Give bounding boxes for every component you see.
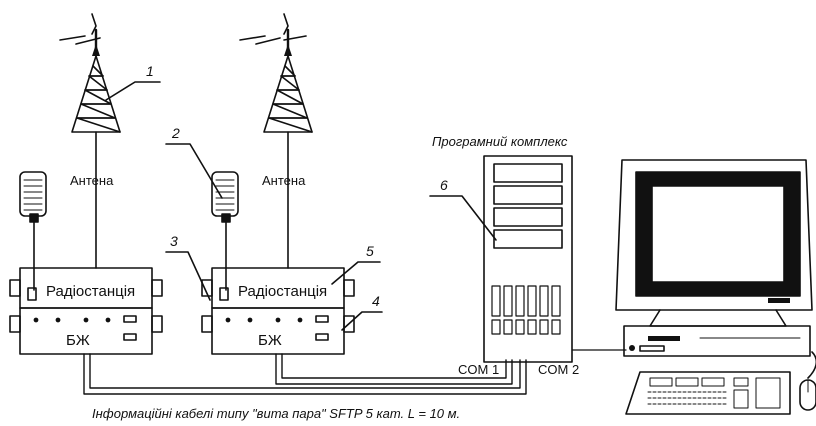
monitor (615, 159, 813, 327)
callout-2: 2 (171, 125, 180, 141)
com1-label: COM 1 (458, 362, 499, 377)
mouse (799, 351, 816, 411)
server-tower (483, 155, 573, 363)
microphone-left (19, 171, 47, 291)
power-supply-left (9, 307, 163, 355)
psu-label-right: БЖ (258, 332, 282, 349)
callout-4: 4 (372, 293, 380, 309)
callout-line-1 (105, 81, 161, 101)
psu-label-left: БЖ (66, 332, 90, 349)
radio-label-left: Радіостанція (46, 283, 135, 300)
callout-line-5 (331, 261, 381, 285)
keyboard (625, 371, 791, 415)
cable-caption: Інформаційні кабелі типу "вита пара" SFT… (92, 406, 460, 421)
antenna-label-right: Антена (262, 173, 306, 188)
antenna-left (59, 13, 121, 269)
callout-3: 3 (170, 233, 178, 249)
callout-5: 5 (366, 243, 374, 259)
callout-1: 1 (146, 63, 154, 79)
callout-6: 6 (440, 177, 448, 193)
radio-label-right: Радіостанція (238, 283, 327, 300)
antenna-right (239, 13, 313, 269)
antenna-label-left: Антена (70, 173, 114, 188)
software-complex-title: Програмний комплекс (432, 134, 568, 149)
microphone-right (211, 171, 239, 291)
callout-line-6 (429, 195, 497, 241)
power-supply-right (201, 307, 355, 355)
callout-line-3 (165, 251, 211, 301)
callout-line-4 (341, 311, 383, 331)
desktop-unit (623, 325, 811, 357)
callout-line-2 (165, 143, 223, 199)
com2-label: COM 2 (538, 362, 579, 377)
twisted-pair-cables (83, 353, 527, 395)
